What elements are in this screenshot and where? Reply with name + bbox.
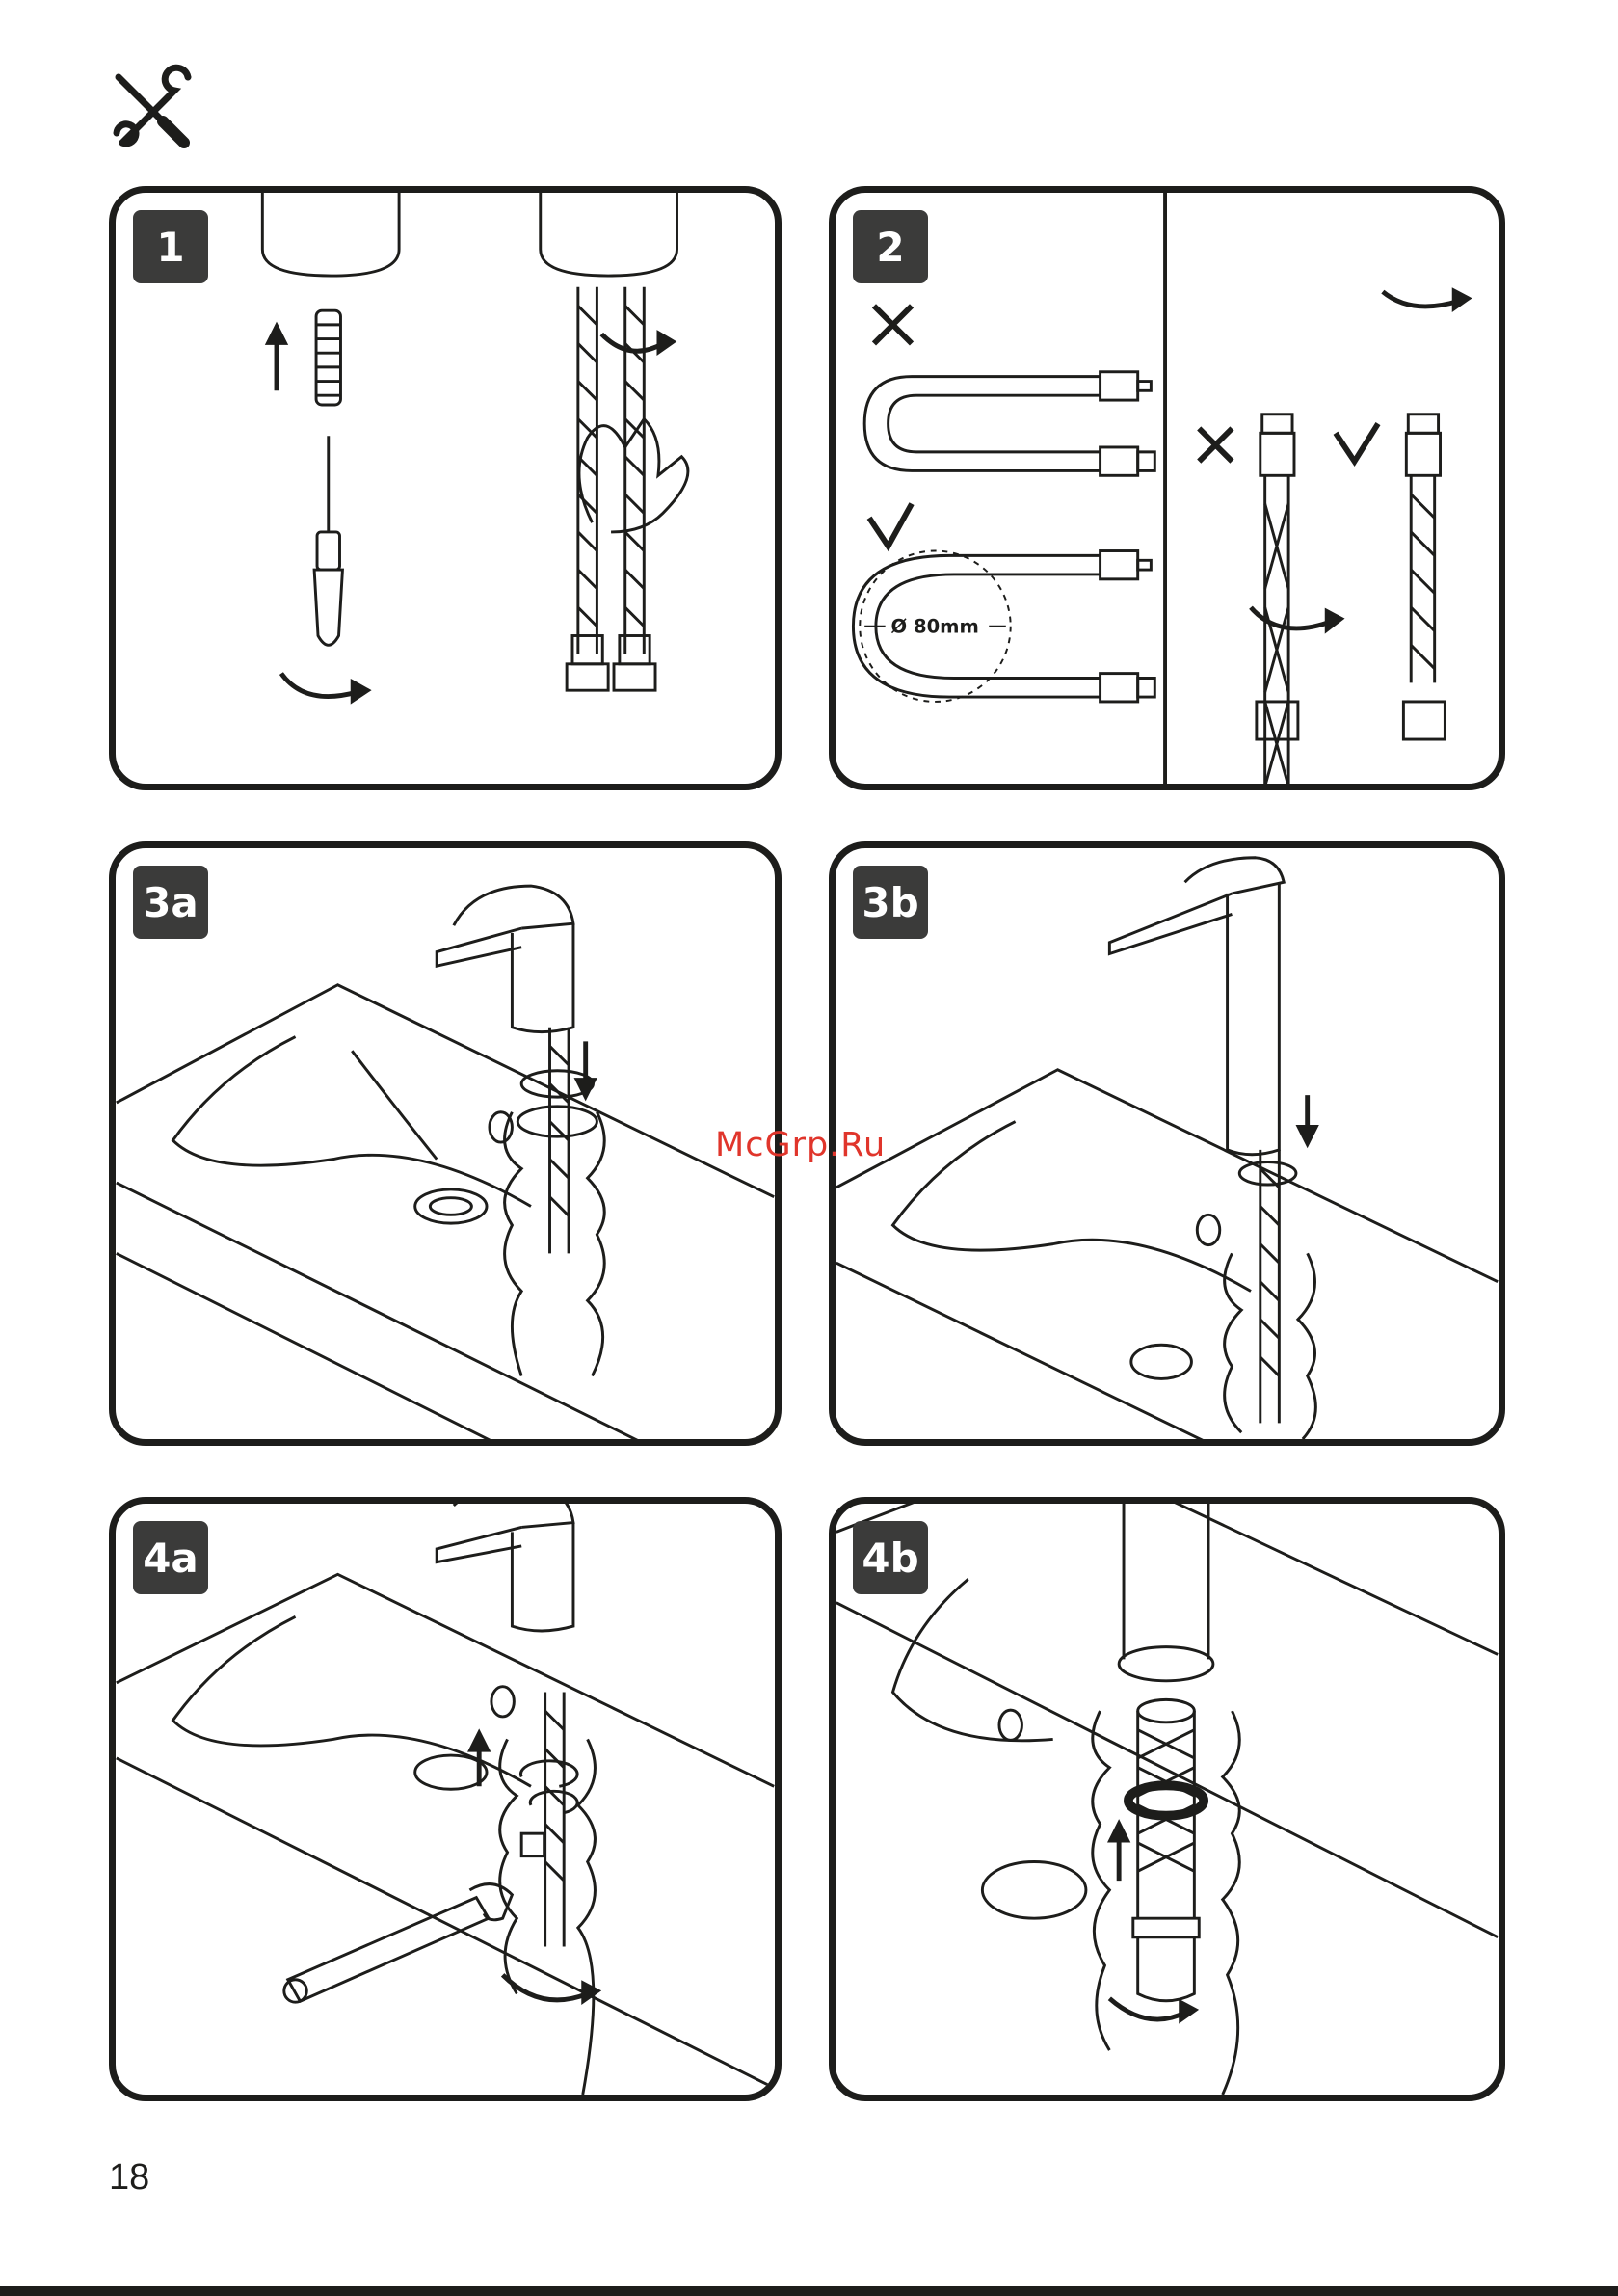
panel-3a: 3a: [109, 841, 782, 1446]
panel-4b: 4b: [829, 1497, 1505, 2101]
bend-diameter-label: Ø 80mm: [891, 616, 979, 638]
step-badge-3b: 3b: [853, 866, 928, 939]
step-4a-illustration: [116, 1504, 775, 2095]
step-badge-4b: 4b: [853, 1521, 928, 1594]
step-4b-illustration: [836, 1504, 1499, 2095]
bottom-rule: [0, 2286, 1618, 2296]
step-2-illustration: Ø 80mm: [836, 193, 1499, 784]
tools-icon: [104, 64, 202, 160]
step-3a-illustration: [116, 848, 775, 1439]
step-3b-illustration: [836, 848, 1499, 1439]
panel-1: 1: [109, 186, 782, 790]
panel-4a: 4a: [109, 1497, 782, 2101]
page-number: 18: [109, 2157, 149, 2199]
watermark: McGrp.Ru: [715, 1126, 886, 1164]
step-badge-4a: 4a: [133, 1521, 208, 1594]
panel-3b: 3b: [829, 841, 1505, 1446]
step-badge-2: 2: [853, 210, 928, 283]
step-1-illustration: [116, 193, 775, 784]
panel-2: 2: [829, 186, 1505, 790]
step-badge-3a: 3a: [133, 866, 208, 939]
step-badge-1: 1: [133, 210, 208, 283]
